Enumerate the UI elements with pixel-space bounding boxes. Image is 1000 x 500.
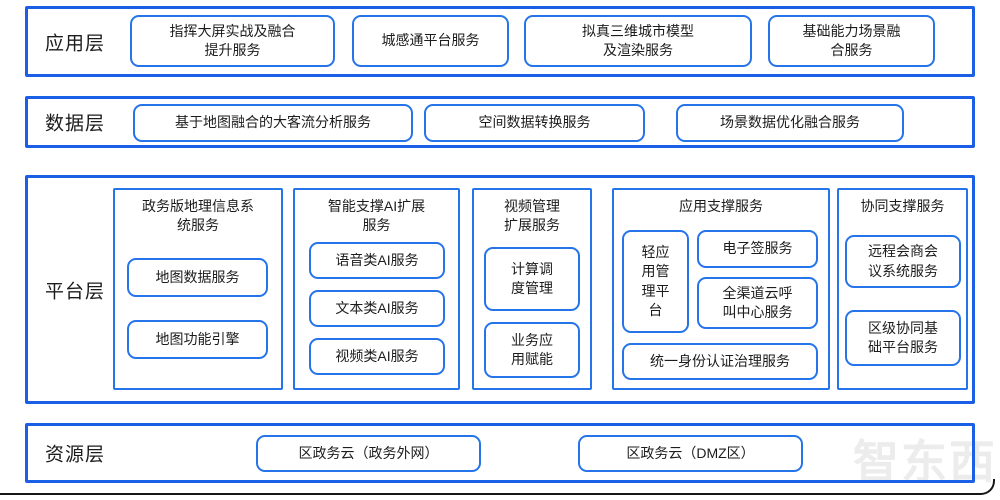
service-box-3d-city-model: 拟真三维城市模型 及渲染服务 <box>524 15 752 67</box>
group-gis-title: 政务版地理信息系 统服务 <box>142 198 254 233</box>
group-video-title: 视频管理 扩展服务 <box>504 198 560 233</box>
platform-layer-box: 平台层 <box>25 175 975 404</box>
service-box-video-ai: 视频类AI服务 <box>309 338 445 375</box>
zhidx-watermark: 智东西 <box>853 436 997 488</box>
service-box-cloud-call-center: 全渠道云呼 叫中心服务 <box>697 277 818 329</box>
service-box-city-sense-platform: 城感通平台服务 <box>352 15 509 67</box>
service-box-scene-data-optimization: 场景数据优化融合服务 <box>676 104 904 142</box>
service-box-speech-ai: 语音类AI服务 <box>309 242 445 279</box>
service-box-light-app-platform: 轻应 用管 理平 台 <box>622 230 689 333</box>
service-box-text-ai: 文本类AI服务 <box>309 290 445 327</box>
service-box-map-data: 地图数据服务 <box>127 258 268 297</box>
group-app-support-title: 应用支撑服务 <box>679 198 763 214</box>
resource-layer-box: 资源层 <box>25 423 975 483</box>
group-ai-extension: 智能支撑AI扩展 服务 <box>293 188 460 390</box>
group-gis-services: 政务版地理信息系 统服务 <box>113 188 283 390</box>
group-app-support: 应用支撑服务 <box>612 188 830 390</box>
service-box-passenger-flow-analysis: 基于地图融合的大客流分析服务 <box>133 104 413 142</box>
service-box-district-collaboration-platform: 区级协同基 础平台服务 <box>845 310 961 366</box>
data-layer-label: 数据层 <box>45 113 106 135</box>
group-video-management: 视频管理 扩展服务 <box>472 188 592 390</box>
group-collaboration-title: 协同支撑服务 <box>860 198 945 214</box>
service-box-spatial-data-conversion: 空间数据转换服务 <box>424 104 645 142</box>
service-box-remote-conference: 远程会商会 议系统服务 <box>845 235 961 288</box>
service-box-compute-scheduling: 计算调 度管理 <box>484 247 580 311</box>
image-bottom-edge <box>0 479 995 495</box>
application-layer-label: 应用层 <box>45 33 106 54</box>
data-layer-box: 数据层 <box>25 96 975 148</box>
service-box-command-screen: 指挥大屏实战及融合 提升服务 <box>130 15 335 67</box>
service-box-gov-cloud-dmz: 区政务云（DMZ区） <box>578 435 803 472</box>
service-box-gov-cloud-extranet: 区政务云（政务外网） <box>256 435 481 472</box>
group-ai-title: 智能支撑AI扩展 服务 <box>327 198 426 233</box>
service-box-business-enablement: 业务应 用赋能 <box>484 322 580 378</box>
application-layer-box: 应用层 <box>25 6 975 77</box>
group-collaboration-support: 协同支撑服务 <box>837 188 968 390</box>
service-box-map-engine: 地图功能引擎 <box>127 320 268 359</box>
service-box-base-capability-fusion: 基础能力场景融 合服务 <box>768 15 935 67</box>
resource-layer-label: 资源层 <box>45 444 106 466</box>
platform-layer-label: 平台层 <box>45 281 106 302</box>
service-box-identity-governance: 统一身份认证治理服务 <box>622 343 818 380</box>
service-box-esign: 电子签服务 <box>697 230 818 268</box>
